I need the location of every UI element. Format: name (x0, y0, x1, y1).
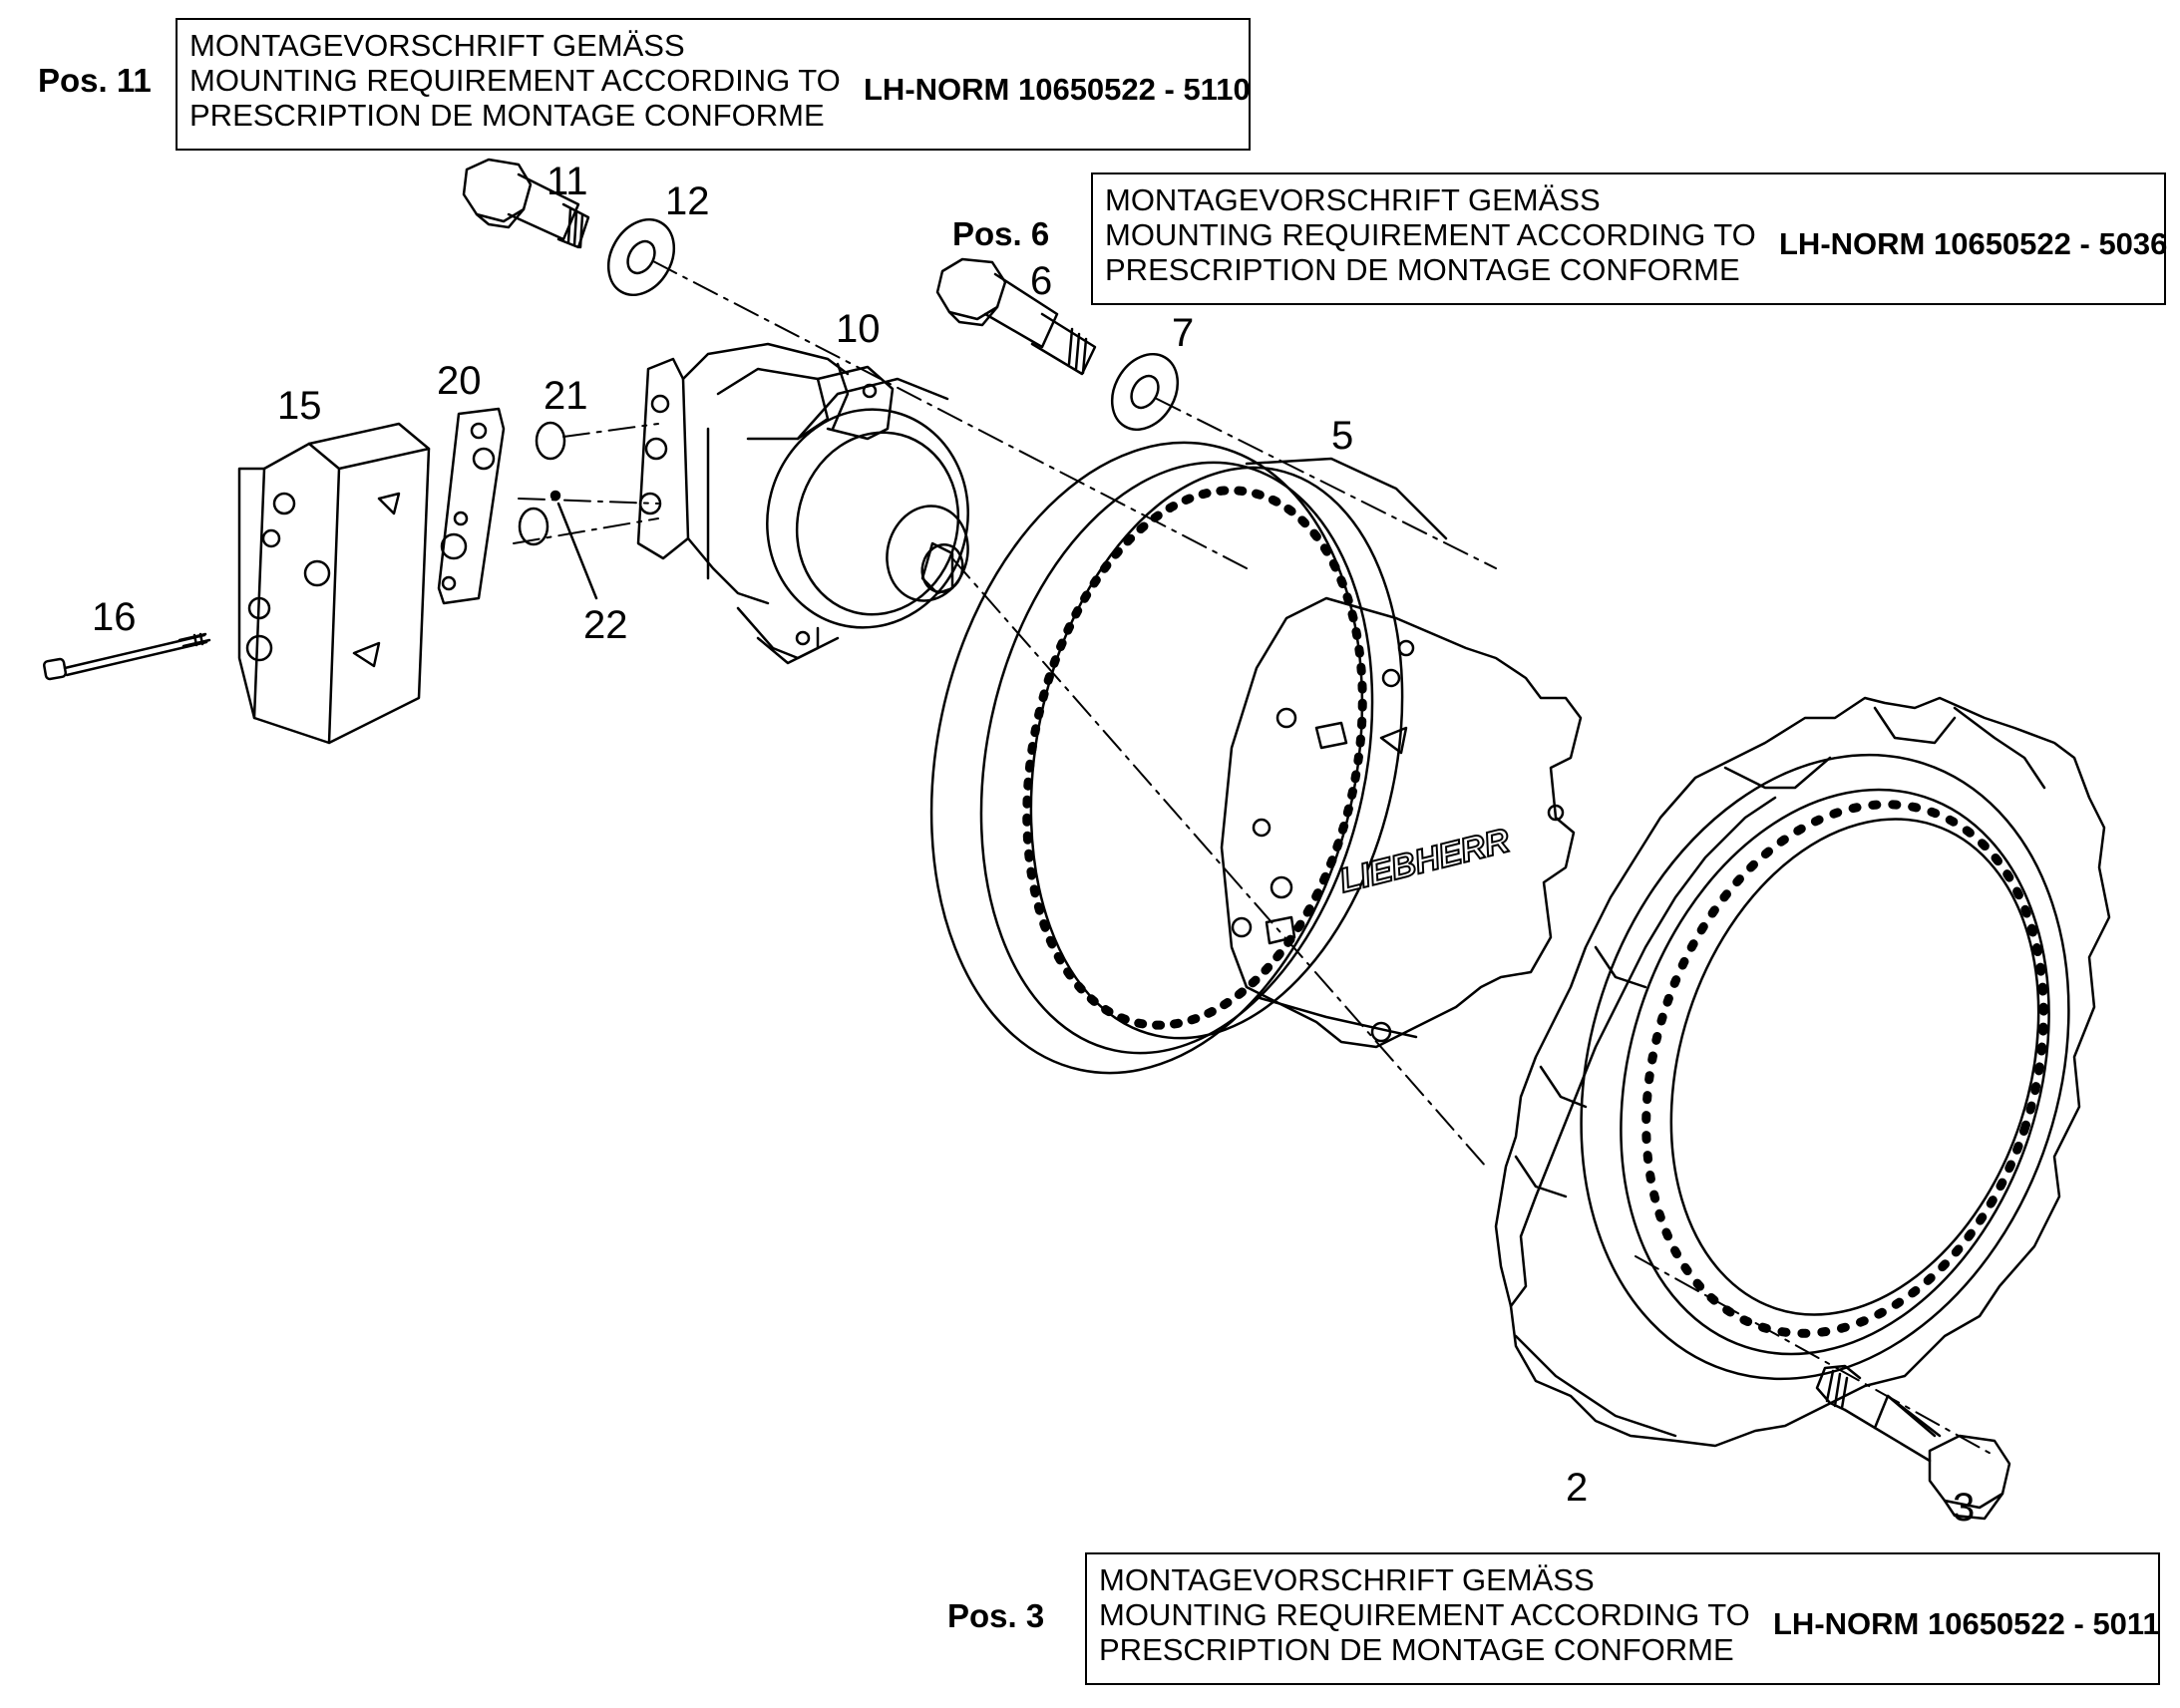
center-line-shaft (951, 557, 1487, 1168)
center-line-bolt-3 (1635, 1255, 1996, 1457)
part-label-22: 22 (583, 603, 628, 647)
valve-block-15 (237, 422, 431, 745)
part-label-7: 7 (1172, 311, 1194, 355)
mounting-line-fr: PRESCRIPTION DE MONTAGE CONFORME (189, 98, 825, 133)
sprocket-2 (1494, 696, 2111, 1448)
center-line-port-lower (518, 498, 659, 505)
o-ring-21 (518, 421, 566, 546)
center-line-port-lower-2 (513, 517, 659, 544)
mounting-line-de: MONTAGEVORSCHRIFT GEMÄSS (1105, 182, 1601, 217)
part-label-6: 6 (1030, 259, 1052, 303)
mounting-line-fr: PRESCRIPTION DE MONTAGE CONFORME (1099, 1632, 1734, 1667)
mounting-box-pos-11: MONTAGEVORSCHRIFT GEMÄSS MOUNTING REQUIR… (176, 18, 1251, 151)
washer-12 (606, 218, 676, 296)
lh-norm-reference: LH-NORM 10650522 - 5036 (1779, 226, 2168, 261)
hydraulic-motor-10 (636, 342, 969, 665)
pos-label-6: Pos. 6 (952, 215, 1050, 252)
lh-norm-reference: LH-NORM 10650522 - 5110 (864, 72, 1251, 107)
mounting-line-en: MOUNTING REQUIREMENT ACCORDING TO (1105, 217, 1756, 252)
part-label-21: 21 (544, 374, 588, 418)
mounting-line-en: MOUNTING REQUIREMENT ACCORDING TO (1099, 1597, 1750, 1632)
center-line-bolt-6 (1156, 398, 1497, 569)
part-label-2: 2 (1566, 1466, 1588, 1510)
bolt-11 (462, 158, 590, 249)
part-label-16: 16 (92, 595, 137, 639)
mounting-line-de: MONTAGEVORSCHRIFT GEMÄSS (189, 28, 685, 63)
mounting-line-fr: PRESCRIPTION DE MONTAGE CONFORME (1105, 252, 1740, 287)
center-line-bolt-11 (652, 260, 1248, 569)
part-label-3: 3 (1953, 1486, 1975, 1530)
gasket-plate-20 (437, 407, 506, 605)
mounting-line-en: MOUNTING REQUIREMENT ACCORDING TO (189, 63, 841, 98)
gearbox-5 (929, 441, 1583, 1075)
part-label-12: 12 (665, 179, 710, 223)
part-label-5: 5 (1331, 414, 1353, 458)
center-line-port-upper (562, 423, 659, 438)
gearbox-bolt-circle (1022, 486, 1367, 1030)
lh-norm-reference: LH-NORM 10650522 - 5011 (1773, 1606, 2160, 1641)
pos-label-3: Pos. 3 (947, 1597, 1045, 1634)
part-label-11: 11 (546, 160, 588, 203)
part-label-10: 10 (836, 307, 881, 351)
pos-label-11: Pos. 11 (38, 62, 152, 99)
washer-7 (1110, 353, 1180, 431)
bolt-6 (935, 257, 1097, 376)
part-label-20: 20 (437, 359, 482, 403)
ball-22 (549, 490, 598, 600)
bolt-3 (1815, 1364, 2011, 1521)
mounting-box-pos-3: MONTAGEVORSCHRIFT GEMÄSS MOUNTING REQUIR… (1085, 1552, 2160, 1685)
mounting-line-de: MONTAGEVORSCHRIFT GEMÄSS (1099, 1562, 1595, 1597)
sprocket-bolt-circle (1641, 800, 2048, 1338)
long-bolt-16 (42, 632, 211, 681)
part-label-15: 15 (277, 384, 322, 428)
brand-logo: LIEBHERR (1336, 822, 1514, 900)
mounting-box-pos-6: MONTAGEVORSCHRIFT GEMÄSS MOUNTING REQUIR… (1091, 172, 2168, 305)
